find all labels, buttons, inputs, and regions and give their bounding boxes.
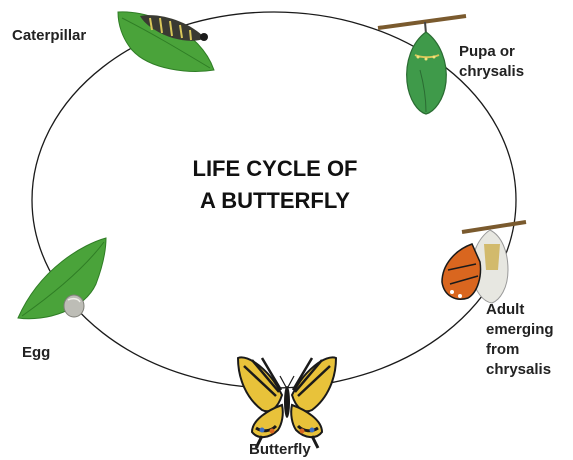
title-line-2: A BUTTERFLY (170, 185, 380, 217)
adult-label-line-1: Adult (486, 300, 554, 320)
stage-label-egg: Egg (22, 343, 50, 363)
emerging-adult-icon (442, 222, 526, 303)
stage-label-adult: Adult emerging from chrysalis (486, 300, 554, 380)
title-line-1: LIFE CYCLE OF (170, 153, 380, 185)
adult-label-line-2: emerging (486, 320, 554, 340)
pupa-label-line-1: Pupa or (459, 42, 524, 62)
adult-label-line-4: chrysalis (486, 360, 554, 380)
hanging-pupa-icon (378, 16, 466, 114)
diagram-title: LIFE CYCLE OF A BUTTERFLY (170, 153, 380, 217)
swallowtail-butterfly-icon (238, 357, 336, 448)
pupa-label-line-2: chrysalis (459, 62, 524, 82)
stage-label-butterfly: Butterfly (249, 440, 311, 460)
egg-on-leaf-icon (18, 238, 106, 319)
stage-label-pupa: Pupa or chrysalis (459, 42, 524, 82)
adult-label-line-3: from (486, 340, 554, 360)
stage-label-caterpillar: Caterpillar (12, 26, 86, 46)
